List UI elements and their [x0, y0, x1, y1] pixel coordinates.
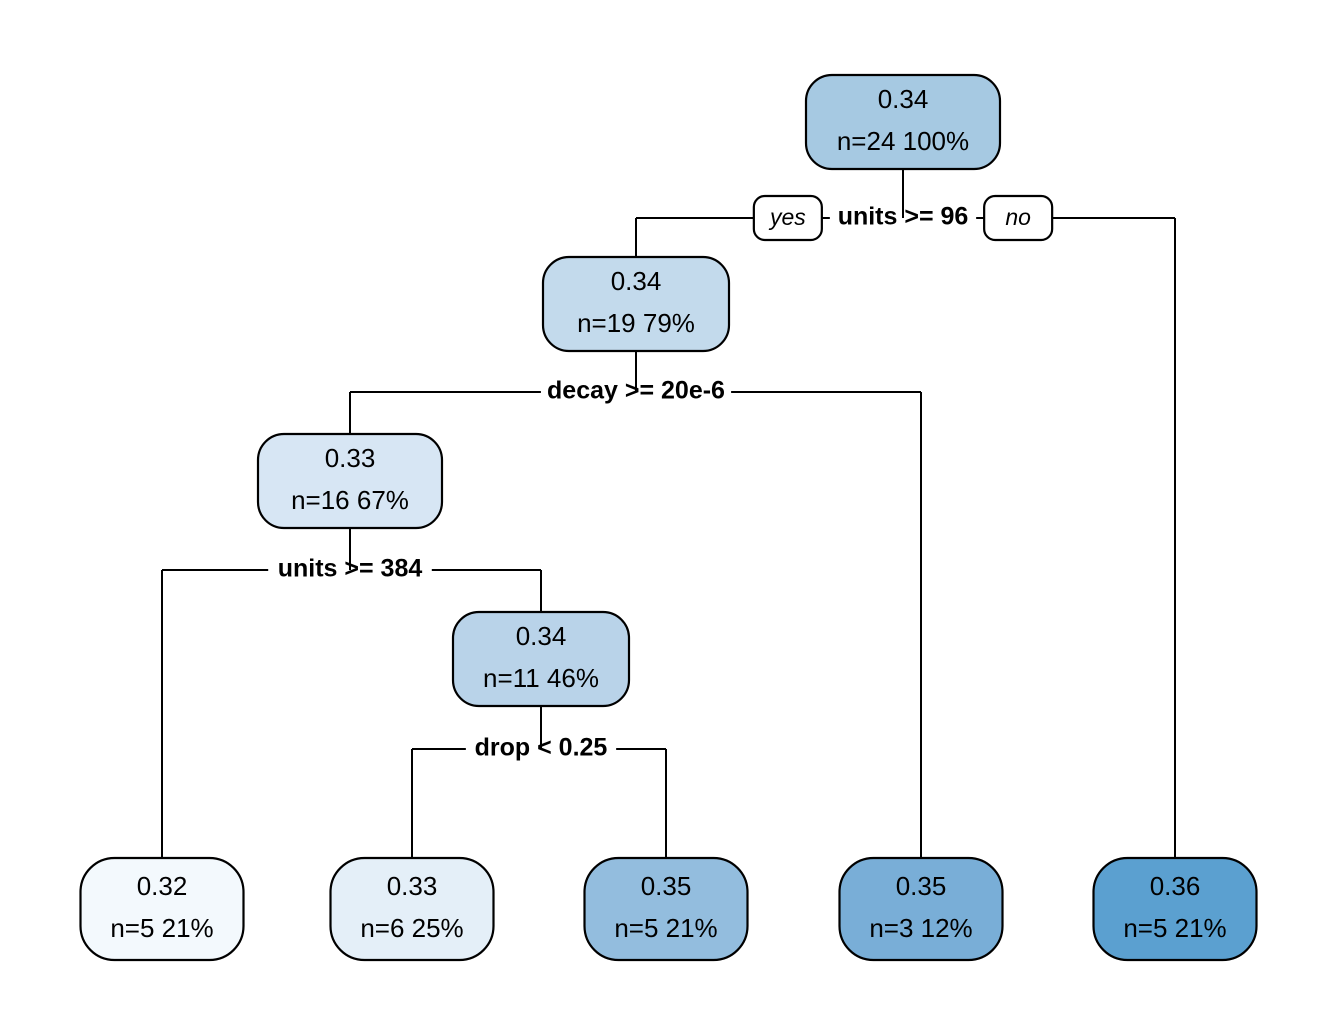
node-stats: n=3 12%: [869, 913, 972, 943]
split-label-s4: drop < 0.25: [475, 734, 608, 762]
tree-leaf-node: 0.32 n=5 21%: [79, 856, 245, 962]
tree-leaf-node: 0.36 n=5 21%: [1092, 856, 1258, 962]
node-box: [79, 856, 245, 962]
node-value: 0.36: [1150, 871, 1201, 901]
node-value: 0.35: [641, 871, 692, 901]
tree-leaf-node: 0.33 n=6 25%: [329, 856, 495, 962]
node-stats: n=5 21%: [614, 913, 717, 943]
node-stats: n=6 25%: [360, 913, 463, 943]
branch-yes-badge: yes: [752, 194, 823, 242]
branch-no-box: [983, 194, 1054, 242]
split-label-s2: decay >= 20e-6: [547, 377, 725, 405]
tree-internal-node: 0.33 n=16 67%: [256, 432, 444, 530]
branch-no-label: no: [1005, 204, 1031, 230]
branch-yes-label: yes: [768, 204, 806, 230]
split-label-s3: units >= 384: [278, 555, 423, 583]
node-value: 0.34: [516, 621, 567, 651]
tree-internal-node: 0.34 n=11 46%: [451, 610, 631, 708]
node-value: 0.35: [896, 871, 947, 901]
node-stats: n=5 21%: [110, 913, 213, 943]
node-stats: n=5 21%: [1123, 913, 1226, 943]
node-box: [541, 255, 731, 353]
node-stats: n=24 100%: [837, 126, 969, 156]
node-box: [329, 856, 495, 962]
node-box: [804, 73, 1002, 171]
node-value: 0.33: [387, 871, 438, 901]
branch-yes-box: [752, 194, 823, 242]
nodes-layer: 0.34n=24 100%0.34n=19 79%0.33n=16 67%0.3…: [79, 73, 1258, 962]
node-box: [451, 610, 631, 708]
node-value: 0.32: [137, 871, 188, 901]
split-label-s1: units >= 96: [838, 203, 969, 231]
node-value: 0.34: [611, 266, 662, 296]
node-box: [256, 432, 444, 530]
node-box: [583, 856, 749, 962]
tree-leaf-node: 0.35 n=5 21%: [583, 856, 749, 962]
splits-layer: yes no units >= 96 decay >= 20e-6 units >= 3…: [278, 194, 1054, 762]
node-stats: n=16 67%: [291, 485, 409, 515]
tree-root-node: 0.34 n=24 100%: [804, 73, 1002, 171]
node-box: [838, 856, 1004, 962]
tree-internal-node: 0.34 n=19 79%: [541, 255, 731, 353]
node-stats: n=11 46%: [483, 663, 599, 693]
branch-no-badge: no: [983, 194, 1054, 242]
node-box: [1092, 856, 1258, 962]
node-stats: n=19 79%: [577, 308, 695, 338]
node-value: 0.33: [325, 443, 376, 473]
edges-layer: [161, 169, 1176, 858]
node-value: 0.34: [878, 84, 929, 114]
tree-leaf-node: 0.35 n=3 12%: [838, 856, 1004, 962]
